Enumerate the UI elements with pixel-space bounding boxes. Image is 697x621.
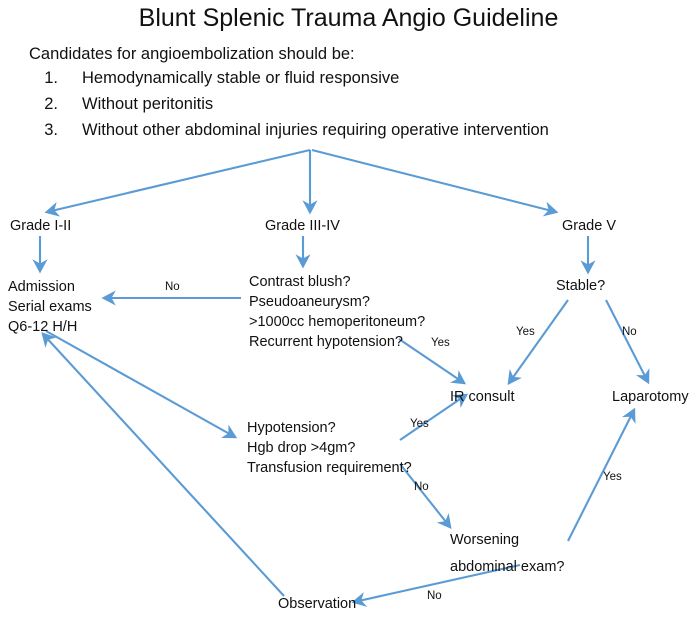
edge-hypo-no-to-worsening bbox=[399, 463, 452, 529]
node-contrast-line-4: Recurrent hypotension? bbox=[249, 334, 403, 350]
edge-worsening-no-to-observation bbox=[351, 563, 521, 607]
node-worsening-line-2: abdominal exam? bbox=[450, 559, 565, 575]
edge-label-stable-no: No bbox=[622, 326, 637, 338]
criterion-text-1: Hemodynamically stable or fluid responsi… bbox=[82, 69, 400, 87]
edge-label-contrast-no: No bbox=[165, 281, 180, 293]
edge-stable-yes-to-ir bbox=[507, 299, 569, 386]
edge-contrast-yes-to-ir bbox=[398, 338, 467, 385]
edge-observation-to-admission bbox=[41, 332, 285, 597]
node-observation[interactable]: Observation bbox=[278, 596, 357, 612]
intro-text: Candidates for angioembolization should … bbox=[29, 45, 355, 63]
edge-admission-to-hypotension bbox=[45, 330, 238, 439]
node-contrast-line-3: >1000cc hemoperitoneum? bbox=[249, 314, 426, 330]
edge-label-worsening-yes: Yes bbox=[603, 471, 622, 483]
node-stable[interactable]: Stable? bbox=[556, 278, 606, 294]
edge-worsening-yes-to-laparotomy bbox=[567, 407, 636, 542]
node-contrast-line-2: Pseudoaneurysm? bbox=[249, 294, 370, 310]
edge-stable-no-to-laparotomy bbox=[605, 299, 650, 385]
node-admission-line-3: Q6-12 H/H bbox=[8, 319, 78, 335]
node-hypotension-line-2: Hgb drop >4gm? bbox=[247, 440, 356, 456]
node-contrast-line-1: Contrast blush? bbox=[249, 274, 351, 290]
page-title: Blunt Splenic Trauma Angio Guideline bbox=[138, 4, 559, 32]
edge-hypo-yes-to-ir bbox=[399, 393, 469, 441]
criterion-number-2: 2. bbox=[44, 95, 58, 113]
node-admission-line-1: Admission bbox=[8, 279, 75, 295]
criterion-number-1: 1. bbox=[44, 69, 58, 87]
node-hypotension-line-1: Hypotension? bbox=[247, 420, 336, 436]
node-admission-line-2: Serial exams bbox=[8, 299, 92, 315]
edge-label-hypotension-no: No bbox=[414, 481, 429, 493]
edge-label-contrast-yes: Yes bbox=[431, 337, 450, 349]
edge-label-hypotension-yes: Yes bbox=[410, 418, 429, 430]
criterion-text-2: Without peritonitis bbox=[82, 95, 214, 113]
edge-label-worsening-no: No bbox=[427, 590, 442, 602]
criterion-number-3: 3. bbox=[44, 121, 58, 139]
node-grade-5[interactable]: Grade V bbox=[562, 218, 616, 234]
node-worsening-exam[interactable]: Worsening abdominal exam? bbox=[450, 527, 564, 581]
node-hypotension-line-3: Transfusion requirement? bbox=[247, 460, 412, 476]
node-contrast-criteria[interactable]: Contrast blush? Pseudoaneurysm? >1000cc … bbox=[249, 272, 425, 352]
criterion-text-3: Without other abdominal injuries requiri… bbox=[82, 121, 549, 139]
edge-root-to-grade12 bbox=[44, 148, 311, 217]
node-worsening-line-1: Worsening bbox=[450, 532, 520, 548]
node-laparotomy[interactable]: Laparotomy bbox=[612, 389, 689, 405]
node-hypotension-criteria[interactable]: Hypotension? Hgb drop >4gm? Transfusion … bbox=[247, 418, 412, 478]
node-ir-consult[interactable]: IR consult bbox=[450, 389, 515, 405]
edge-root-to-grade5 bbox=[311, 148, 559, 217]
node-admission[interactable]: Admission Serial exams Q6-12 H/H bbox=[8, 277, 92, 337]
node-grade-3-4[interactable]: Grade III-IV bbox=[265, 218, 340, 234]
edge-label-stable-yes: Yes bbox=[516, 326, 535, 338]
node-grade-1-2[interactable]: Grade I-II bbox=[10, 218, 72, 234]
